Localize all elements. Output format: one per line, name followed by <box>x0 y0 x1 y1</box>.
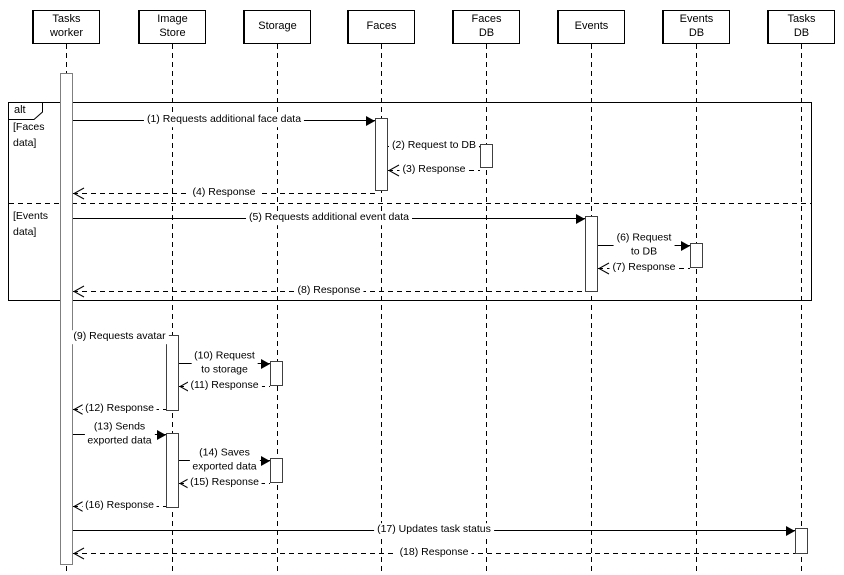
message-label-3: (3) Response <box>399 163 469 177</box>
message-label-4: (4) Response <box>189 186 259 200</box>
message-label-7: (7) Response <box>609 261 679 275</box>
message-label-17: (17) Updates task status <box>374 523 494 537</box>
arrowhead-filled-icon <box>261 456 270 466</box>
activation-bar-faces <box>375 118 388 191</box>
arrowhead-open-icon <box>73 547 85 560</box>
message-label-9: (9) Requests avatar <box>70 330 169 344</box>
participant-faces: Faces <box>347 10 415 44</box>
message-label-8: (8) Response <box>294 284 364 298</box>
participant-tasks-worker: Tasks worker <box>32 10 100 44</box>
message-label-13: (13) Sends exported data <box>84 420 155 448</box>
arrowhead-open-icon <box>73 285 85 298</box>
activation-bar-image-store <box>166 433 179 508</box>
fragment-guard-1: [Faces data] <box>13 121 45 150</box>
message-label-14: (14) Saves exported data <box>189 446 260 474</box>
arrowhead-open-icon <box>388 164 400 177</box>
activation-bar-tasks-db <box>795 528 808 554</box>
message-label-18: (18) Response <box>396 546 472 560</box>
activation-bar-image-store <box>166 335 179 411</box>
arrowhead-open-icon <box>73 403 85 416</box>
arrowhead-open-icon <box>73 500 85 513</box>
message-label-10: (10) Request to storage <box>191 349 258 377</box>
arrowhead-filled-icon <box>157 430 166 440</box>
message-label-15: (15) Response <box>187 476 262 490</box>
arrowhead-filled-icon <box>576 214 585 224</box>
lifeline-image-store <box>172 44 173 575</box>
lifeline-faces <box>381 44 382 575</box>
arrowhead-filled-icon <box>261 359 270 369</box>
arrowhead-open-icon <box>179 380 191 393</box>
activation-bar-storage <box>270 361 283 386</box>
alt-fragment-frame: alt [Faces data] [Events data] <box>8 102 812 301</box>
activation-bar-tasks-worker <box>60 73 73 565</box>
message-label-6: (6) Request to DB <box>613 231 675 259</box>
message-label-12: (12) Response <box>82 402 157 416</box>
activation-bar-events-db <box>690 243 703 268</box>
participant-tasks-db: Tasks DB <box>767 10 835 44</box>
activation-bar-events <box>585 216 598 292</box>
lifeline-events <box>591 44 592 575</box>
message-label-1: (1) Requests additional face data <box>143 113 305 127</box>
fragment-divider <box>9 203 811 204</box>
participant-image-store: Image Store <box>138 10 206 44</box>
activation-bar-storage <box>270 458 283 483</box>
fragment-guard-2: [Events data] <box>13 210 49 239</box>
lifeline-tasks-db <box>801 44 802 575</box>
participant-events: Events <box>557 10 625 44</box>
arrowhead-open-icon <box>598 262 610 275</box>
lifeline-faces-db <box>486 44 487 575</box>
participant-faces-db: Faces DB <box>452 10 520 44</box>
message-label-11: (11) Response <box>187 379 262 393</box>
arrowhead-filled-icon <box>681 241 690 251</box>
lifeline-events-db <box>696 44 697 575</box>
participant-events-db: Events DB <box>662 10 730 44</box>
fragment-operator-label: alt <box>14 104 26 116</box>
activation-bar-faces-db <box>480 144 493 168</box>
message-label-2: (2) Request to DB <box>388 139 480 153</box>
fragment-tab <box>8 102 43 120</box>
arrowhead-filled-icon <box>366 116 375 126</box>
message-label-5: (5) Requests additional event data <box>246 211 412 225</box>
arrowhead-open-icon <box>73 187 85 200</box>
lifeline-storage <box>277 44 278 575</box>
arrowhead-filled-icon <box>786 526 795 536</box>
participant-storage: Storage <box>243 10 311 44</box>
message-label-16: (16) Response <box>82 499 157 513</box>
arrowhead-open-icon <box>179 477 191 490</box>
